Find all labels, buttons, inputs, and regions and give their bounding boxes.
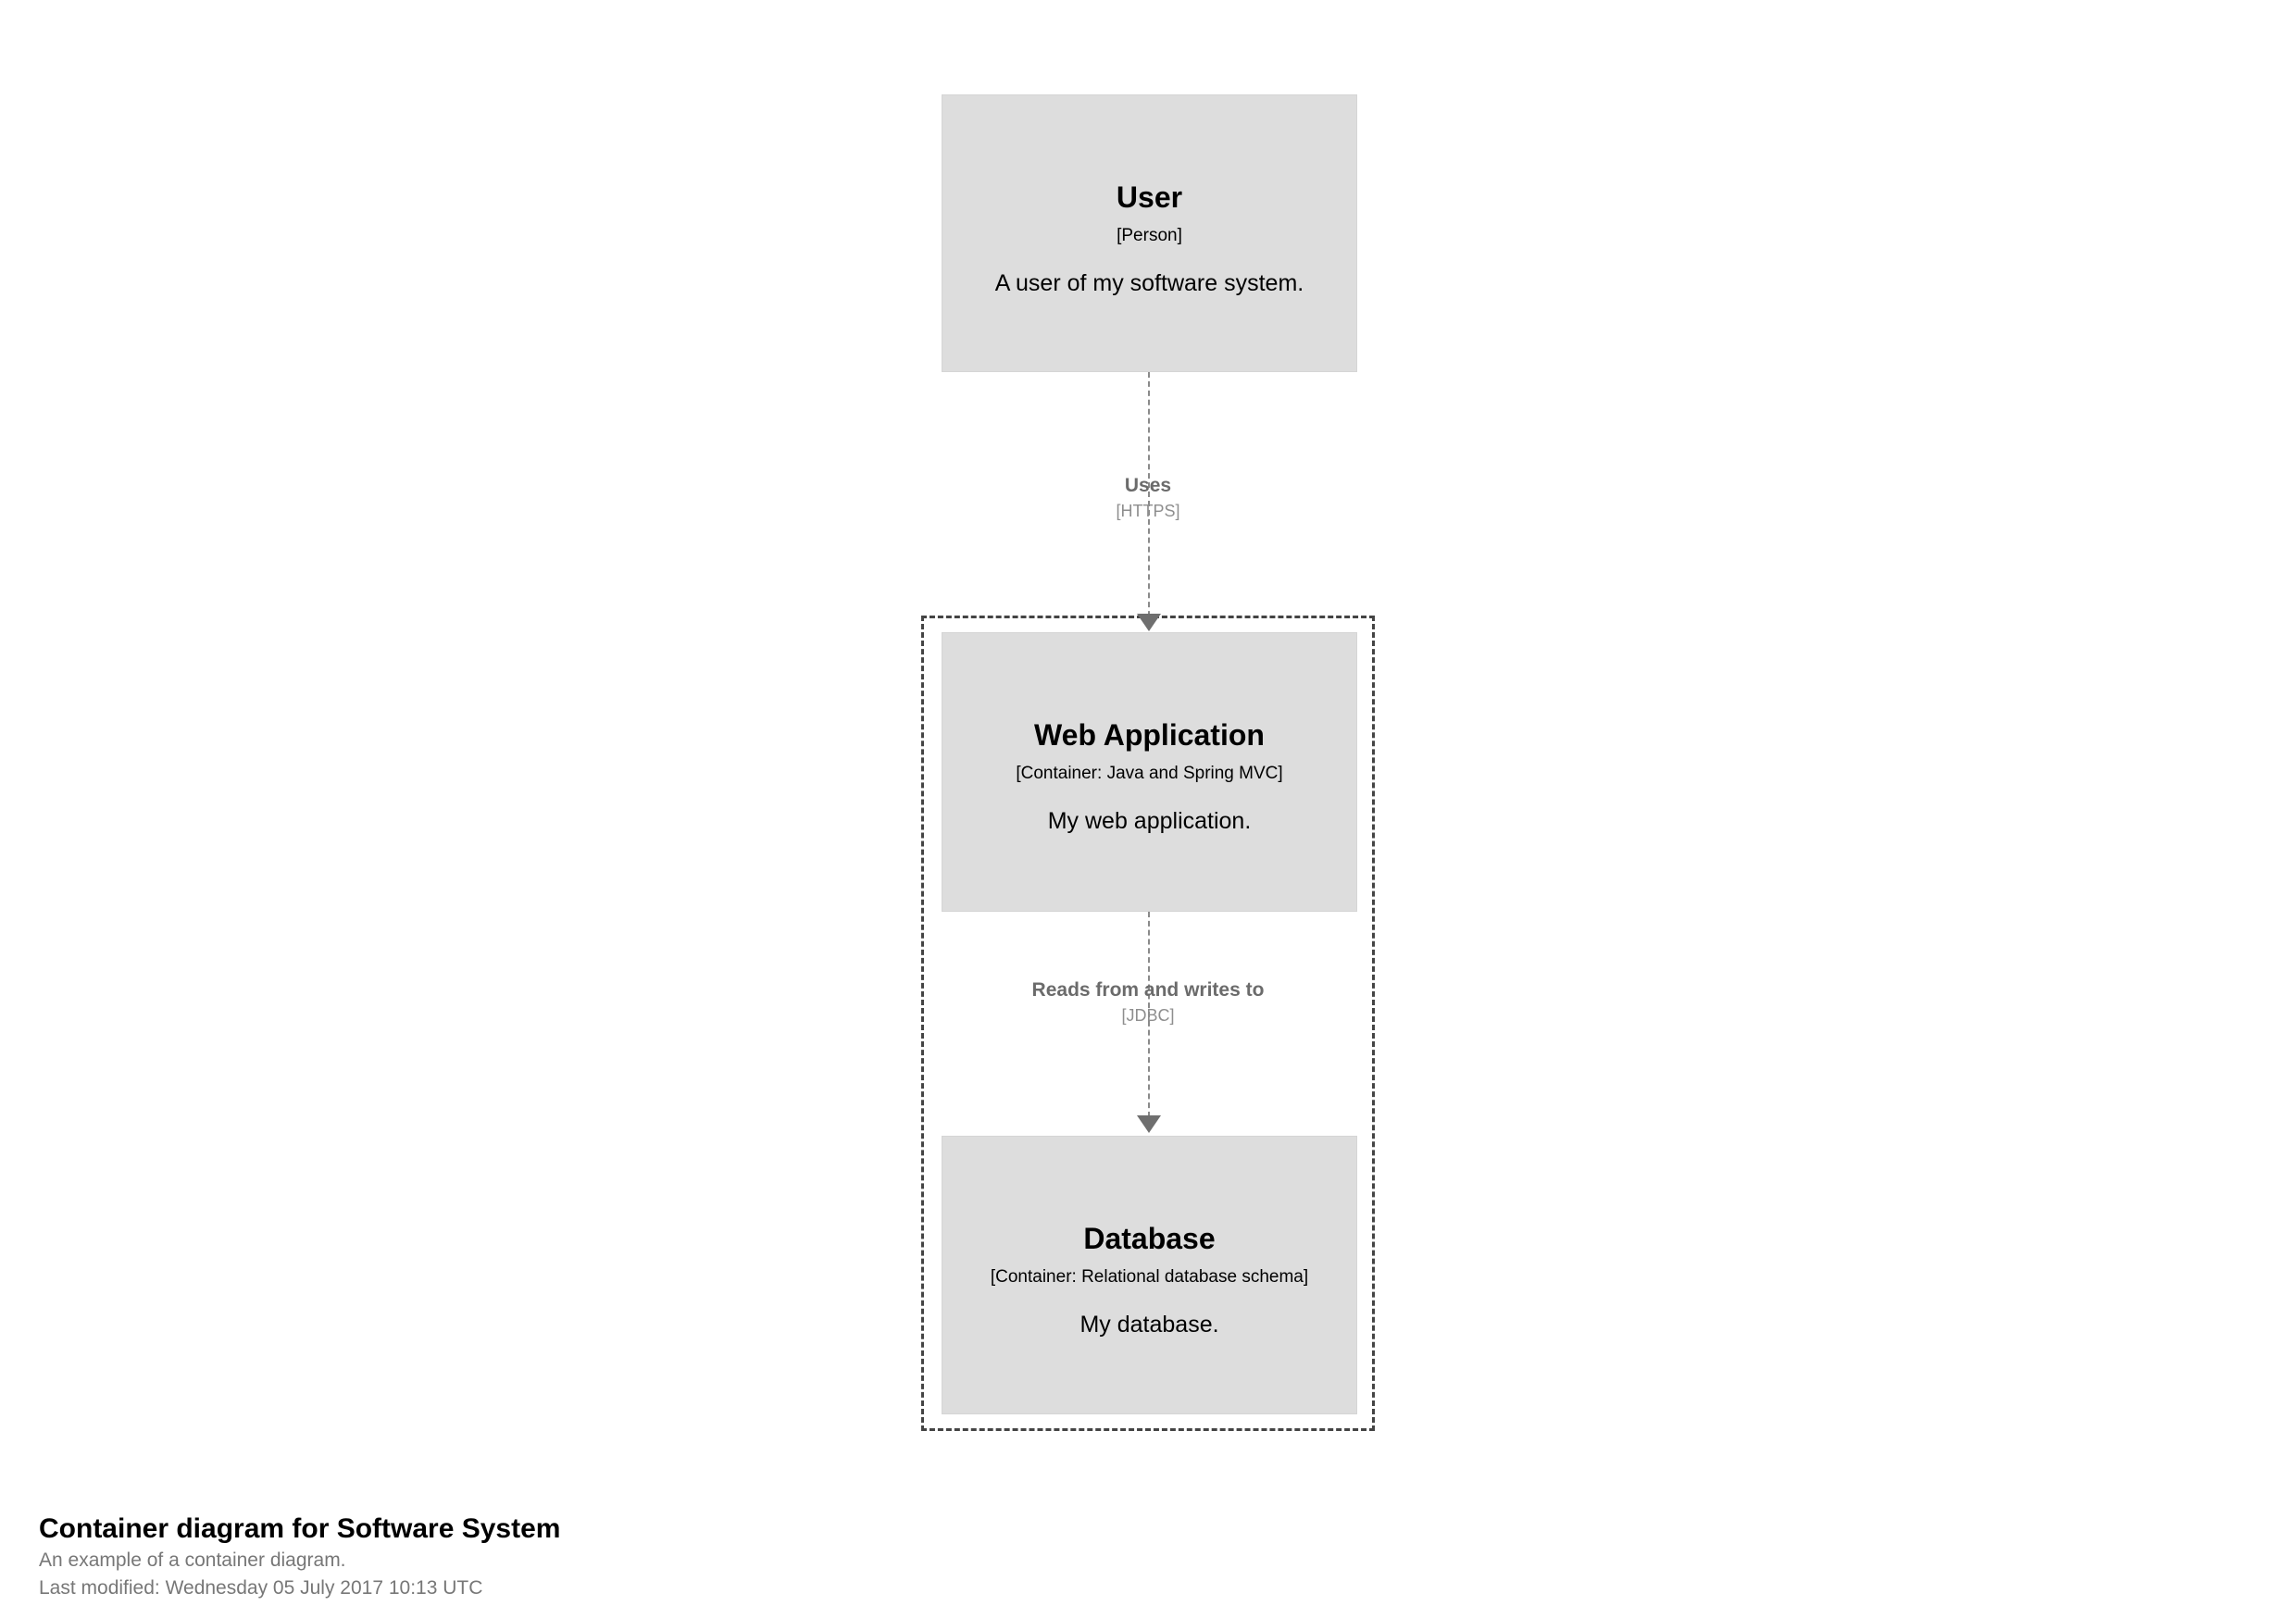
relationship-description-user-to-webapp: Uses <box>1124 475 1172 496</box>
relationship-description-webapp-to-database: Reads from and writes to <box>1031 979 1265 1001</box>
node-user[interactable]: User [Person] A user of my software syst… <box>942 94 1357 372</box>
node-database-name: Database <box>1083 1222 1216 1255</box>
node-web-application-name: Web Application <box>1034 718 1265 752</box>
node-database[interactable]: Database [Container: Relational database… <box>942 1136 1357 1414</box>
diagram-last-modified: Last modified: Wednesday 05 July 2017 10… <box>39 1576 483 1599</box>
node-database-meta: [Container: Relational database schema] <box>990 1266 1309 1287</box>
node-web-application[interactable]: Web Application [Container: Java and Spr… <box>942 632 1357 912</box>
relationship-technology-webapp-to-database: [JDBC] <box>1121 1005 1175 1025</box>
diagram-subtitle: An example of a container diagram. <box>39 1550 346 1571</box>
diagram-caption: Container diagram for Software System An… <box>39 1511 560 1602</box>
node-database-description: My database. <box>1079 1311 1219 1338</box>
arrowhead-icon-user-to-webapp <box>1137 614 1161 631</box>
relationship-line-webapp-to-database <box>1148 912 1150 1117</box>
diagram-title: Container diagram for Software System <box>39 1513 561 1544</box>
relationship-technology-user-to-webapp: [HTTPS] <box>1116 501 1180 520</box>
relationship-line-user-to-webapp <box>1148 372 1150 626</box>
node-user-description: A user of my software system. <box>994 269 1304 296</box>
node-web-application-description: My web application. <box>1047 807 1252 834</box>
node-user-name: User <box>1116 180 1183 214</box>
node-web-application-meta: [Container: Java and Spring MVC] <box>1016 763 1283 783</box>
node-user-meta: [Person] <box>1117 225 1182 245</box>
relationship-label-user-to-webapp: Uses [HTTPS] <box>963 474 1333 522</box>
arrowhead-icon-webapp-to-database <box>1137 1115 1161 1133</box>
relationship-label-webapp-to-database: Reads from and writes to [JDBC] <box>963 978 1333 1027</box>
